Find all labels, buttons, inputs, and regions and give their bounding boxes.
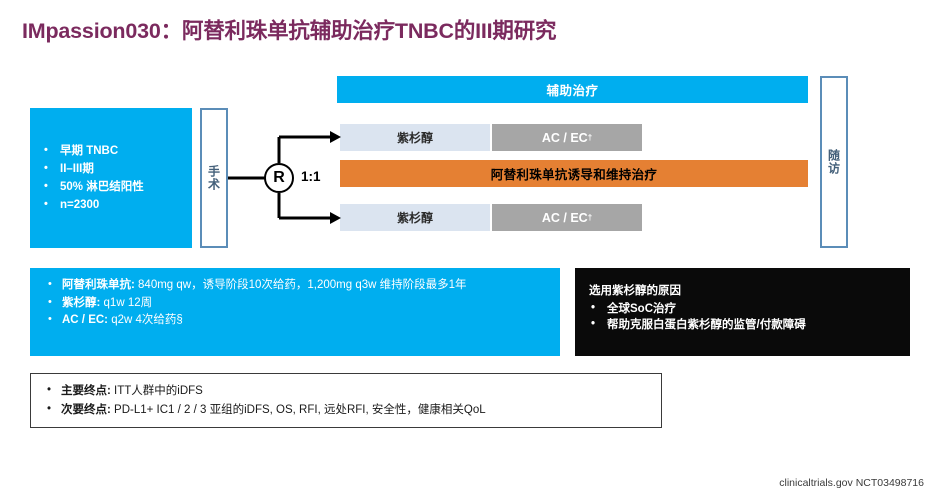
randomization-ratio-label: 1:1	[301, 169, 321, 184]
endpoints-box: 主要终点: ITT人群中的iDFS 次要终点: PD-L1+ IC1 / 2 /…	[30, 373, 662, 428]
endpoint-label: 主要终点:	[61, 385, 111, 397]
dosing-label: AC / EC:	[62, 314, 108, 326]
arm-taxane-box: 紫杉醇	[340, 204, 490, 231]
list-item: 早期 TNBC	[44, 141, 144, 160]
arm-chemo-label: AC / EC	[541, 210, 588, 225]
list-item: 帮助克服白蛋白紫杉醇的监管/付款障碍	[589, 316, 900, 333]
dosing-details-box: 阿替利珠单抗: 840mg qw，诱导阶段10次给药，1,200mg q3w 维…	[30, 268, 560, 356]
arm-chemo-label: AC / EC	[541, 130, 588, 145]
list-item: AC / EC: q2w 4次给药§	[46, 312, 546, 329]
dosing-text: q1w 12周	[100, 296, 153, 309]
arm-taxane-box: 紫杉醇	[340, 124, 490, 151]
list-item: II–III期	[44, 159, 144, 178]
chemo-footnote-marker: †	[587, 133, 593, 142]
endpoint-text: PD-L1+ IC1 / 2 / 3 亚组的iDFS, OS, RFI, 远处R…	[110, 404, 486, 416]
rationale-list: 全球SoC治疗 帮助克服白蛋白紫杉醇的监管/付款障碍	[589, 300, 900, 333]
endpoint-label: 次要终点:	[61, 404, 111, 416]
arm-chemo-box: AC / EC†	[492, 124, 642, 151]
list-item: 阿替利珠单抗: 840mg qw，诱导阶段10次给药，1,200mg q3w 维…	[46, 277, 546, 294]
surgery-label: 手术	[206, 165, 221, 191]
atezolizumab-treatment-bar: 阿替利珠单抗诱导和维持治疗	[340, 160, 808, 187]
dosing-label: 紫杉醇:	[62, 296, 101, 309]
followup-box: 随访	[820, 76, 848, 248]
list-item: 50% 淋巴结阳性	[44, 177, 144, 196]
dosing-text: q2w 4次给药§	[108, 314, 183, 326]
list-item: 次要终点: PD-L1+ IC1 / 2 / 3 亚组的iDFS, OS, RF…	[45, 400, 651, 420]
dosing-list: 阿替利珠单抗: 840mg qw，诱导阶段10次给药，1,200mg q3w 维…	[46, 277, 546, 329]
list-item: 紫杉醇: q1w 12周	[46, 295, 546, 312]
population-list: 早期 TNBC II–III期 50% 淋巴结阳性 n=2300	[30, 141, 144, 214]
patient-population-box: 早期 TNBC II–III期 50% 淋巴结阳性 n=2300	[30, 108, 192, 248]
arm-chemo-box: AC / EC†	[492, 204, 642, 231]
page-title: IMpassion030：阿替利珠单抗辅助治疗TNBC的III期研究	[22, 19, 557, 43]
list-item: 全球SoC治疗	[589, 300, 900, 317]
list-item: 主要终点: ITT人群中的iDFS	[45, 381, 651, 401]
taxane-rationale-box: 选用紫杉醇的原因 全球SoC治疗 帮助克服白蛋白紫杉醇的监管/付款障碍	[575, 268, 910, 356]
followup-label: 随访	[826, 149, 841, 175]
list-item: n=2300	[44, 195, 144, 214]
randomization-node: R	[264, 163, 294, 193]
endpoints-list: 主要终点: ITT人群中的iDFS 次要终点: PD-L1+ IC1 / 2 /…	[45, 381, 651, 420]
treatment-arm-row: 紫杉醇 AC / EC†	[340, 204, 642, 231]
footer-source-citation: clinicaltrials.gov NCT03498716	[779, 477, 924, 489]
dosing-text: 840mg qw，诱导阶段10次给药，1,200mg q3w 维持阶段最多1年	[134, 279, 467, 291]
dosing-label: 阿替利珠单抗:	[62, 279, 135, 291]
treatment-arm-row: 紫杉醇 AC / EC†	[340, 124, 642, 151]
chemo-footnote-marker: †	[587, 213, 593, 222]
endpoint-text: ITT人群中的iDFS	[110, 385, 203, 397]
rationale-title: 选用紫杉醇的原因	[589, 285, 681, 297]
surgery-box: 手术	[200, 108, 228, 248]
adjuvant-therapy-header-bar: 辅助治疗	[337, 76, 808, 103]
